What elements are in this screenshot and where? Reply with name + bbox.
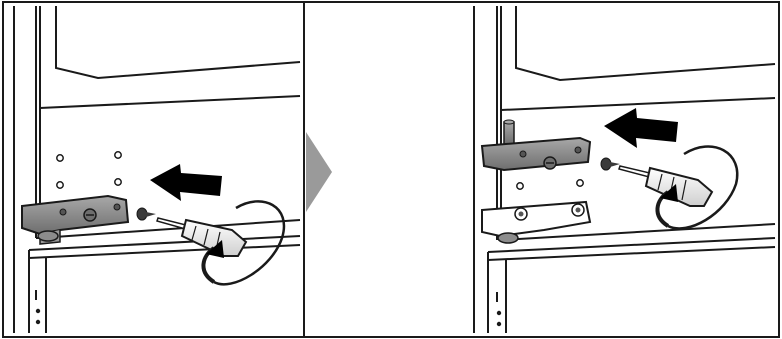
lower-door bbox=[488, 238, 775, 325]
step-divider bbox=[304, 2, 332, 337]
screwdriver-icon bbox=[619, 166, 712, 206]
cabinet-side-outline bbox=[14, 6, 46, 333]
screw-icon bbox=[84, 209, 96, 221]
lower-door bbox=[29, 236, 300, 323]
panel-step-2 bbox=[474, 6, 775, 333]
screw-icon bbox=[544, 157, 556, 169]
push-arrow-icon bbox=[604, 108, 678, 148]
chevron-right-icon bbox=[306, 132, 332, 212]
lower-hinge-plate bbox=[482, 202, 590, 243]
hinge-bracket-icon bbox=[22, 196, 128, 244]
mounting-holes bbox=[57, 152, 121, 188]
figure-frame bbox=[3, 2, 779, 337]
hinge-bracket-icon bbox=[482, 120, 590, 170]
screw-icon bbox=[601, 158, 620, 170]
panel-step-1 bbox=[3, 2, 304, 337]
push-arrow-icon bbox=[150, 164, 222, 201]
screw-icon bbox=[137, 208, 156, 220]
